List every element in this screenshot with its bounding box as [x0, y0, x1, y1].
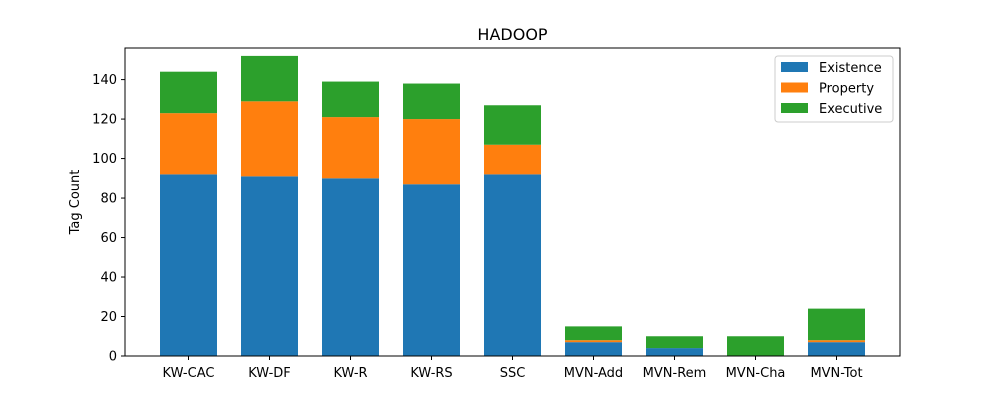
bar-executive-mvn-cha	[727, 336, 784, 356]
y-tick-label: 100	[92, 152, 117, 167]
x-tick-label: MVN-Tot	[810, 366, 862, 381]
y-tick-label: 40	[100, 271, 117, 286]
legend-label-property: Property	[819, 82, 874, 97]
y-tick-label: 80	[100, 192, 117, 207]
x-tick-label: SSC	[500, 366, 526, 381]
x-tick-label: KW-RS	[410, 366, 452, 381]
bar-executive-kw-r	[322, 81, 379, 118]
bar-property-mvn-tot	[808, 340, 865, 343]
bar-property-kw-r	[322, 117, 379, 179]
legend-swatch-executive	[781, 103, 808, 113]
legend-label-executive: Executive	[819, 102, 882, 117]
bar-executive-kw-rs	[403, 83, 460, 120]
y-tick-label: 20	[100, 310, 117, 325]
legend-swatch-existence	[781, 62, 808, 72]
x-tick-label: KW-DF	[248, 366, 291, 381]
bar-existence-kw-cac	[160, 174, 217, 356]
bar-existence-mvn-add	[565, 342, 622, 356]
bar-property-kw-rs	[403, 119, 460, 185]
bar-executive-mvn-rem	[646, 336, 703, 349]
legend-label-existence: Existence	[819, 61, 882, 76]
bar-property-mvn-add	[565, 340, 622, 343]
plot-area	[160, 55, 865, 356]
bar-existence-kw-df	[241, 176, 298, 356]
bar-existence-mvn-rem	[646, 348, 703, 356]
bar-property-ssc	[484, 144, 541, 175]
bar-executive-mvn-add	[565, 326, 622, 341]
x-tick-label: KW-CAC	[163, 366, 215, 381]
bar-existence-kw-r	[322, 178, 379, 356]
x-tick-label: MVN-Cha	[726, 366, 786, 381]
x-tick-label: MVN-Add	[564, 366, 623, 381]
bar-property-kw-df	[241, 101, 298, 177]
chart-title: HADOOP	[477, 25, 547, 44]
x-tick-label: KW-R	[333, 366, 367, 381]
y-tick-label: 140	[92, 73, 117, 88]
bar-existence-mvn-tot	[808, 342, 865, 356]
bar-executive-mvn-tot	[808, 308, 865, 341]
bar-property-kw-cac	[160, 113, 217, 175]
bar-executive-kw-df	[241, 55, 298, 102]
legend-swatch-property	[781, 82, 808, 93]
x-tick-label: MVN-Rem	[643, 366, 707, 381]
bar-existence-ssc	[484, 174, 541, 356]
bar-existence-kw-rs	[403, 184, 460, 356]
y-tick-label: 120	[92, 113, 117, 128]
bar-executive-ssc	[484, 105, 541, 145]
y-axis-label: Tag Count	[68, 170, 83, 236]
y-tick-label: 0	[109, 350, 117, 365]
y-tick-label: 60	[100, 231, 117, 246]
bar-executive-kw-cac	[160, 71, 217, 114]
